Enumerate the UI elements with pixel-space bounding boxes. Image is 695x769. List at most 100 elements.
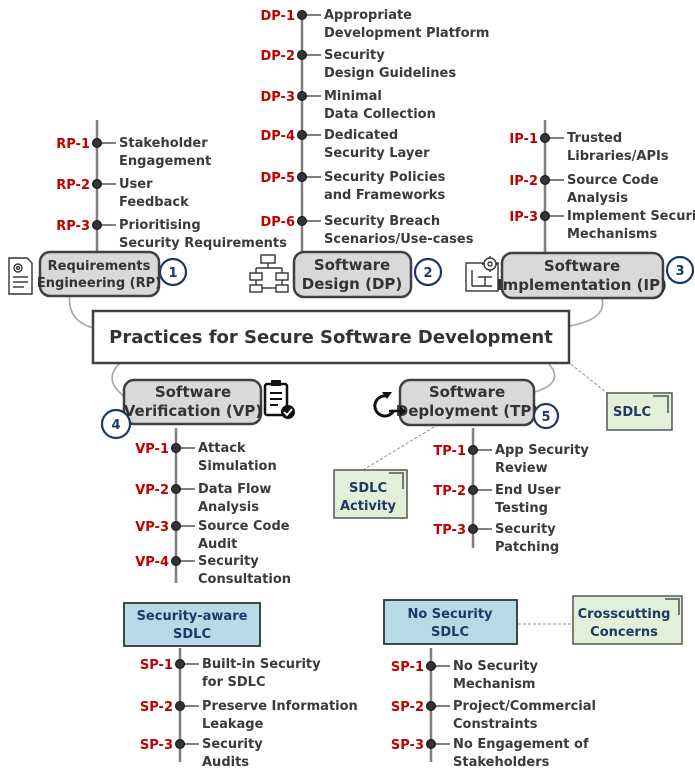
practice-code: SP-1 xyxy=(391,660,424,675)
security-aware-sdlc: Security-aware SDLC xyxy=(123,602,261,647)
practice-bullet xyxy=(468,524,478,534)
practice-label-line2: Design Guidelines xyxy=(324,66,456,81)
practice-bullet xyxy=(171,556,181,566)
practice-label-line1: Security xyxy=(198,554,259,569)
phase-ip-badge xyxy=(665,255,695,285)
practice-bullet xyxy=(175,659,185,669)
practice-bullet xyxy=(426,739,436,749)
legend-crosscutting-box xyxy=(572,595,683,645)
practice-code: RP-1 xyxy=(56,137,90,152)
practice-label-line2: Security Requirements xyxy=(119,236,287,251)
phase-tp-line1: Software xyxy=(429,383,505,401)
legend-activity: SDLC Activity xyxy=(333,469,408,519)
phase-verification: Software Verification (VP) 4 xyxy=(100,378,295,440)
phase-rp-line1: Requirements xyxy=(48,259,151,274)
security-aware-line2: SDLC xyxy=(173,627,211,642)
phase-ip-number: 3 xyxy=(675,264,684,279)
practice-code: DP-1 xyxy=(260,9,295,24)
practice-code: DP-2 xyxy=(260,49,295,64)
practice-bullet xyxy=(297,10,307,20)
phase-vp-box xyxy=(122,378,263,426)
practice-label-line2: Patching xyxy=(495,540,559,555)
practice-label-line1: Security xyxy=(324,48,385,63)
practice-code: DP-5 xyxy=(260,171,295,186)
practice-label-line1: Prioritising xyxy=(119,218,201,233)
no-security-box xyxy=(383,599,518,645)
practice-label-line1: Security Policies xyxy=(324,170,446,185)
practice-label-line2: and Frameworks xyxy=(324,188,445,203)
practice-code: TP-2 xyxy=(433,484,466,499)
practice-label-line2: Stakeholders xyxy=(453,755,550,769)
phase-vp-line1: Software xyxy=(155,383,231,401)
legend-crosscutting: Crosscutting Concerns xyxy=(572,595,683,645)
practice-label-line2: Constraints xyxy=(453,717,538,732)
practice-label-line1: Implement Security xyxy=(567,209,695,224)
practice-code: SP-3 xyxy=(140,738,173,753)
phase-rp-line2: Engineering (RP) xyxy=(37,276,161,291)
phase-tp-box xyxy=(398,378,536,427)
practice-code: DP-4 xyxy=(260,129,295,144)
practice-code: TP-3 xyxy=(433,523,466,538)
legend-sdlc-label: SDLC xyxy=(613,405,651,420)
phase-vp-number: 4 xyxy=(111,418,120,433)
practice-label-line1: Source Code xyxy=(198,519,290,534)
clipboard-check-icon xyxy=(263,380,295,419)
practice-label-line1: Minimal xyxy=(324,89,382,104)
phase-tp-line2: Deployment (TP) xyxy=(396,402,538,420)
practice-bullet xyxy=(426,701,436,711)
practice-bullet xyxy=(468,445,478,455)
practice-label-line2: Leakage xyxy=(202,717,264,732)
phase-tp-number: 5 xyxy=(541,410,550,425)
phase-dp-line1: Software xyxy=(314,256,390,274)
practice-label-line2: Audits xyxy=(202,755,249,769)
security-aware-line1: Security-aware xyxy=(137,609,248,624)
practice-bullet xyxy=(171,443,181,453)
practice-bullet xyxy=(297,130,307,140)
practice-label-line2: Libraries/APIs xyxy=(567,149,669,164)
practice-bullet xyxy=(468,485,478,495)
practice-label-line2: Analysis xyxy=(198,500,259,515)
practice-bullet xyxy=(92,138,102,148)
practice-bullet xyxy=(540,211,550,221)
practice-label-line1: No Security xyxy=(453,659,539,674)
arc-tp xyxy=(534,362,556,393)
title-text: Practices for Secure Software Developmen… xyxy=(109,327,553,348)
phase-dp-line2: Design (DP) xyxy=(302,275,403,293)
practice-code: SP-3 xyxy=(391,738,424,753)
blueprint-gear-icon xyxy=(465,256,499,292)
practice-label-line1: Security xyxy=(202,737,263,752)
practice-label-line2: Security Layer xyxy=(324,146,430,161)
arc-rp xyxy=(68,292,94,329)
practice-label-line2: Consultation xyxy=(198,572,291,587)
practice-bullet xyxy=(92,220,102,230)
practice-bullet xyxy=(171,521,181,531)
practice-bullet xyxy=(171,484,181,494)
practice-label-line1: Project/Commercial xyxy=(453,699,596,714)
arc-vp xyxy=(111,362,126,398)
practice-bullet xyxy=(426,661,436,671)
security-aware-box xyxy=(123,602,261,647)
practice-code: SP-1 xyxy=(140,658,173,673)
practice-label-line1: Attack xyxy=(198,441,246,456)
practice-code: IP-2 xyxy=(509,174,538,189)
